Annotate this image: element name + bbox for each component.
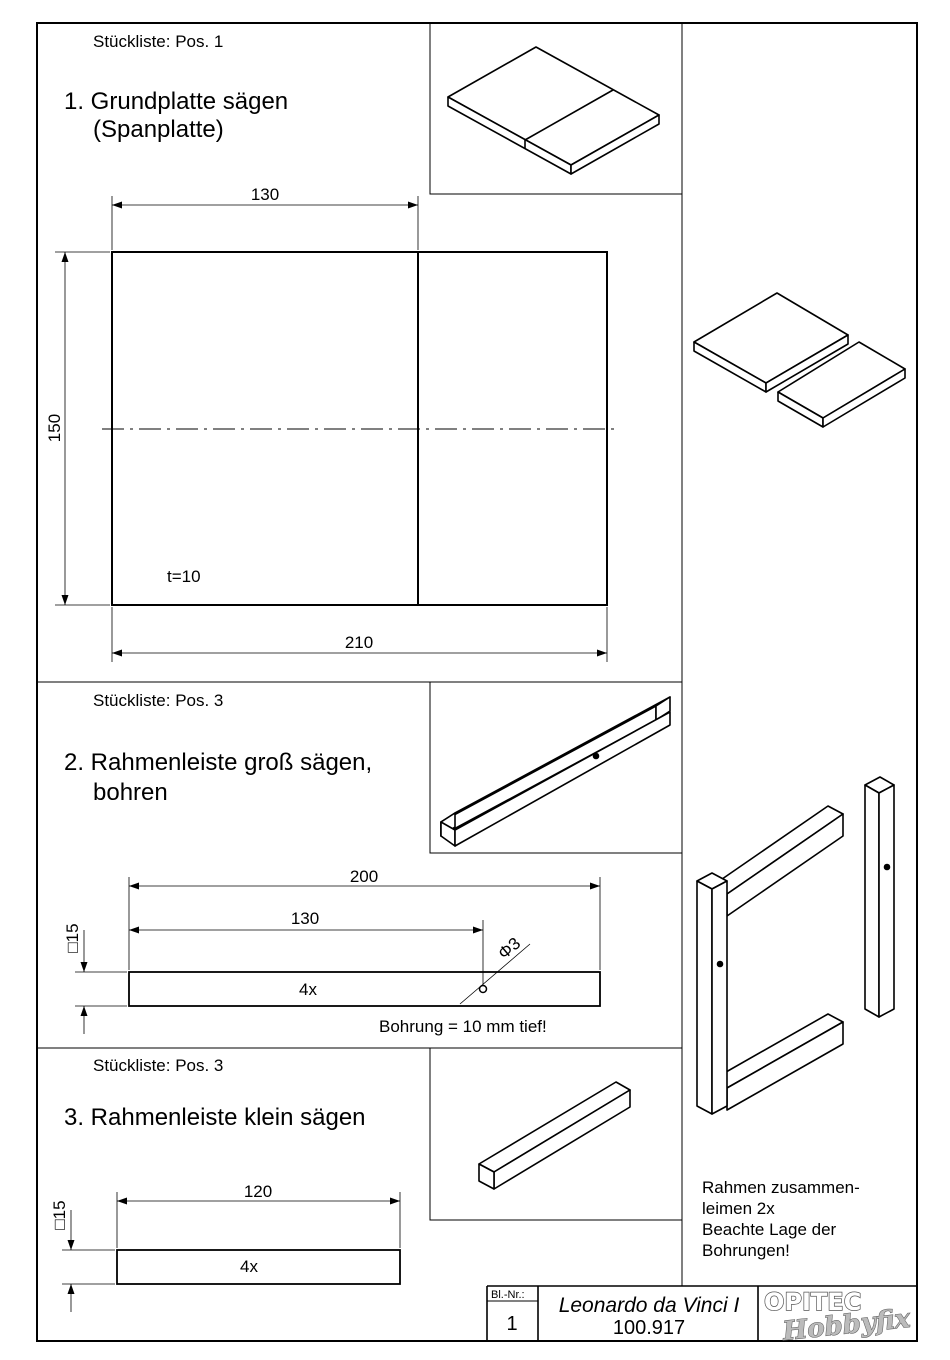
step2-drill-diameter: Φ3 xyxy=(494,934,524,963)
step2-title-line2: bohren xyxy=(93,779,168,806)
sheet-label: Bl.-Nr.: xyxy=(491,1289,525,1301)
step3-dim-section: □15 xyxy=(50,1200,69,1229)
step1-title-line1: 1. Grundplatte sägen xyxy=(64,88,288,115)
step2-quantity: 4x xyxy=(299,980,317,999)
step2-side-drawing xyxy=(75,877,601,1034)
step3-section: Stückliste: Pos. 3 3. Rahmenleiste klein… xyxy=(50,1056,631,1312)
step1-dim-top: 130 xyxy=(251,185,279,204)
step2-section: Stückliste: Pos. 3 2. Rahmenleiste groß … xyxy=(63,691,671,1036)
frame-assembly-isometric xyxy=(696,776,895,1115)
step2-drill-note: Bohrung = 10 mm tief! xyxy=(379,1017,547,1036)
step2-parts-list: Stückliste: Pos. 3 xyxy=(93,691,223,710)
step1-section: Stückliste: Pos. 1 1. Grundplatte sägen … xyxy=(45,32,660,662)
step1-board-isometric xyxy=(447,46,660,175)
step2-dim-section: □15 xyxy=(63,923,82,952)
step3-dim-length: 120 xyxy=(244,1182,272,1201)
logo-top: OPITEC xyxy=(764,1288,861,1316)
step3-quantity: 4x xyxy=(240,1257,258,1276)
opitec-logo: OPITEC Hobbyfix xyxy=(763,1287,912,1347)
step3-title: 3. Rahmenleiste klein sägen xyxy=(64,1104,366,1131)
step2-dim-hole: 130 xyxy=(291,909,319,928)
step1-thickness: t=10 xyxy=(167,567,201,586)
step2-title-line1: 2. Rahmenleiste groß sägen, xyxy=(64,749,372,776)
step2-strip-isometric xyxy=(440,696,671,847)
step3-parts-list: Stückliste: Pos. 3 xyxy=(93,1056,223,1075)
sheet-frame xyxy=(36,22,918,1342)
assembly-note-line3: Beachte Lage der xyxy=(702,1220,837,1239)
step3-strip-isometric xyxy=(478,1081,631,1190)
step1-title-line2: (Spanplatte) xyxy=(93,116,224,143)
step1-dim-side: 150 xyxy=(45,414,64,442)
step1-parts-list: Stückliste: Pos. 1 xyxy=(93,32,223,51)
assembly-note-line4: Bohrungen! xyxy=(702,1241,790,1260)
split-boards-isometric xyxy=(693,292,906,428)
step2-dim-total: 200 xyxy=(350,867,378,886)
step3-side-drawing xyxy=(62,1192,401,1312)
step1-plan-drawing xyxy=(55,196,617,662)
project-name: Leonardo da Vinci I xyxy=(559,1294,740,1317)
title-block: Bl.-Nr.: 1 Leonardo da Vinci I 100.917 O… xyxy=(486,1285,917,1348)
assembly-note-line1: Rahmen zusammen- xyxy=(702,1178,860,1197)
step1-dim-bottom: 210 xyxy=(345,633,373,652)
article-number: 100.917 xyxy=(613,1317,685,1339)
assembly-note: Rahmen zusammen- leimen 2x Beachte Lage … xyxy=(702,1178,860,1260)
assembly-note-line2: leimen 2x xyxy=(702,1199,775,1218)
sheet-number: 1 xyxy=(506,1313,517,1335)
